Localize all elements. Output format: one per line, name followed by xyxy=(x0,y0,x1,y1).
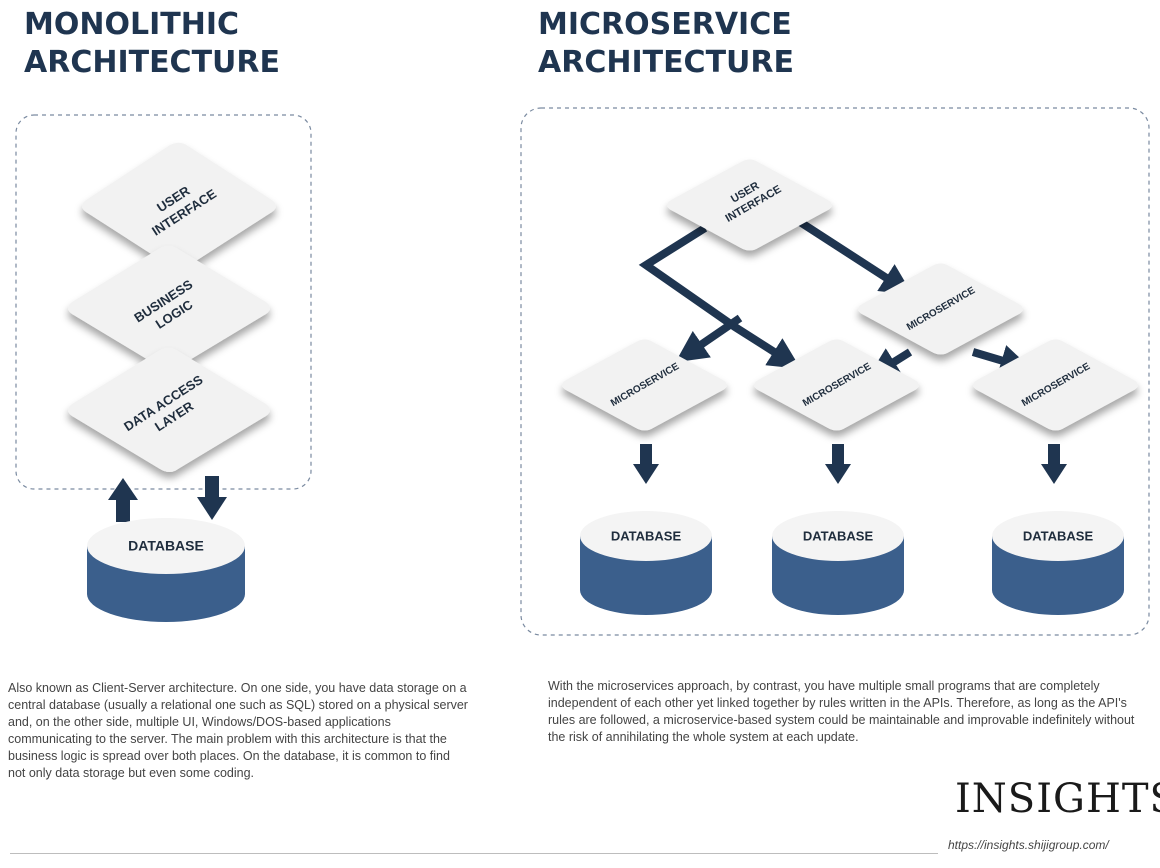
monolithic-boundary xyxy=(15,114,312,490)
arrow-down-icon xyxy=(197,476,227,520)
source-url[interactable]: https://insights.shijigroup.com/ xyxy=(948,838,1109,852)
microservice-database-2: DATABASE xyxy=(772,511,904,615)
arrow-down-icon xyxy=(633,444,659,484)
arrow-down-icon xyxy=(825,444,851,484)
microservice-database-1: DATABASE xyxy=(580,511,712,615)
arrow-down-icon xyxy=(1041,444,1067,484)
microservice-title-line1: MICROSERVICE xyxy=(538,7,792,42)
connector-ui-to-service-top xyxy=(797,218,913,295)
microservice-database-3: DATABASE xyxy=(992,511,1124,615)
footer-divider xyxy=(10,853,938,854)
microservice-title-line2: ARCHITECTURE xyxy=(538,45,794,80)
microservice-title: MICROSERVICE ARCHITECTURE xyxy=(538,6,794,82)
db-arrows xyxy=(633,444,1067,484)
microservice-database-3-label: DATABASE xyxy=(1023,528,1094,543)
connectors xyxy=(638,218,1033,379)
microservice-2: MICROSERVICE xyxy=(754,339,919,431)
microservice-top: MICROSERVICE xyxy=(858,263,1023,355)
microservice-database-1-label: DATABASE xyxy=(611,528,682,543)
connector-ui-to-service-1 xyxy=(675,314,743,363)
layer-data-access: DATA ACCESS LAYER xyxy=(68,347,270,472)
microservice-3: MICROSERVICE xyxy=(973,339,1138,431)
microservice-description: With the microservices approach, by cont… xyxy=(548,679,1135,744)
monolithic-title: MONOLITHIC ARCHITECTURE xyxy=(24,6,280,82)
connector-ui-to-service-2 xyxy=(638,224,801,369)
microservice-user-interface: USER INTERFACE xyxy=(667,159,832,251)
monolithic-description: Also known as Client-Server architecture… xyxy=(8,681,468,780)
layer-business-logic: BUSINESS LOGIC xyxy=(68,245,270,370)
monolithic-title-line2: ARCHITECTURE xyxy=(24,45,280,80)
insights-logo: INSIGHTS xyxy=(955,776,1160,822)
microservice-boundary xyxy=(520,107,1150,636)
monolithic-database: DATABASE xyxy=(87,518,245,622)
microservice-1: MICROSERVICE xyxy=(562,339,727,431)
monolithic-database-label: DATABASE xyxy=(128,538,204,554)
microservice-database-2-label: DATABASE xyxy=(803,528,874,543)
monolithic-title-line1: MONOLITHIC xyxy=(24,7,239,42)
arrow-up-icon xyxy=(108,478,138,522)
layer-user-interface: USER INTERFACE xyxy=(82,142,276,269)
